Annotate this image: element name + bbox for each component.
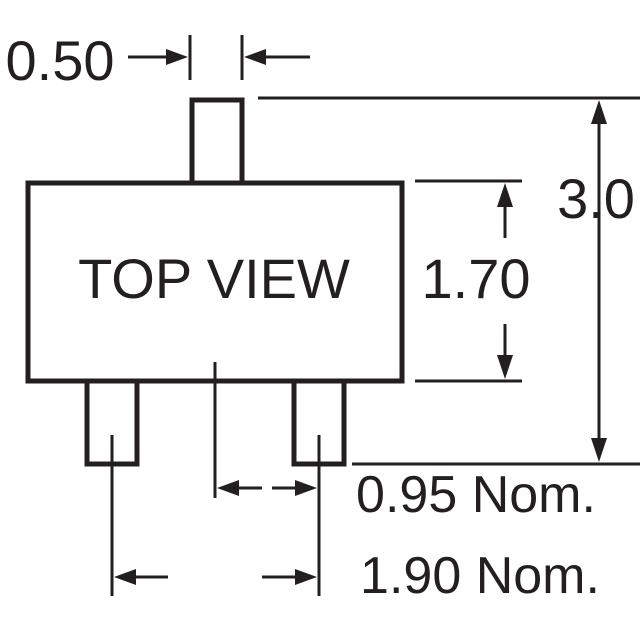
arrow-down-icon bbox=[591, 438, 607, 462]
outer-pitch-dimension bbox=[110, 435, 321, 596]
arrow-down-icon bbox=[497, 355, 513, 379]
arrow-left-icon bbox=[217, 480, 239, 496]
arrow-right-icon bbox=[295, 480, 317, 496]
top-lead bbox=[189, 97, 245, 186]
arrow-up-icon bbox=[591, 100, 607, 124]
pitch-dimension bbox=[213, 362, 321, 498]
lead-width-dimension bbox=[128, 35, 310, 80]
total-height-label: 3.0 bbox=[557, 167, 635, 230]
total-height-dimension bbox=[258, 96, 640, 466]
body-label: TOP VIEW bbox=[78, 247, 350, 310]
body-height-dimension bbox=[415, 179, 522, 383]
arrow-left-icon bbox=[244, 49, 266, 65]
arrow-right-icon bbox=[295, 569, 317, 585]
pitch-label: 0.95 Nom. bbox=[356, 466, 596, 524]
lead-width-label: 0.50 bbox=[6, 29, 115, 92]
body-height-label: 1.70 bbox=[422, 247, 531, 310]
arrow-left-icon bbox=[114, 569, 136, 585]
arrow-right-icon bbox=[166, 49, 188, 65]
arrow-up-icon bbox=[497, 183, 513, 207]
outer-pitch-label: 1.90 Nom. bbox=[360, 547, 600, 605]
